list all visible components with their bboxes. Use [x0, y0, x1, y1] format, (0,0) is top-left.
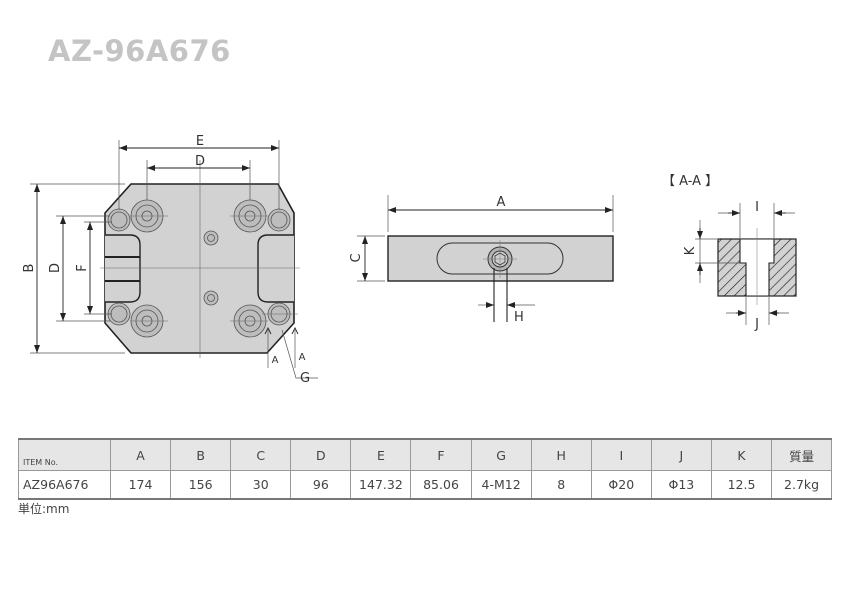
table-cell: 30	[230, 470, 292, 500]
pin-hole	[203, 290, 219, 306]
dim-label-e: E	[196, 134, 204, 149]
dim-label-c: C	[349, 253, 364, 262]
dim-label-b: B	[22, 264, 37, 273]
table-cell: Φ20	[590, 470, 652, 500]
section-label-a: A	[299, 352, 306, 363]
table-cell: 8	[530, 470, 592, 500]
product-title: AZ-96A676	[48, 34, 231, 68]
table-cell: 174	[109, 470, 172, 500]
table-cell: 85.06	[410, 470, 472, 500]
technical-drawing: E D B D F A A G A C H	[22, 134, 797, 386]
table-cell: 12.5	[710, 470, 773, 500]
column-header: A	[109, 438, 172, 471]
section-arrows	[264, 326, 299, 335]
spec-table: ITEM No. A B C D E F G H I J K 質量 AZ96A6…	[18, 438, 833, 500]
dim-label-k: K	[683, 246, 698, 255]
dim-label-g: G	[300, 371, 310, 386]
dim-label-i: I	[755, 200, 759, 215]
table-row: AZ96A676 174 156 30 96 147.32 85.06 4-M1…	[18, 470, 833, 500]
pin-hole	[203, 230, 219, 246]
column-header: 質量	[771, 438, 833, 471]
section-label-a: A	[272, 355, 279, 366]
table-cell: 4-M12	[470, 470, 532, 500]
right-pocket	[257, 234, 294, 303]
column-header: J	[650, 438, 712, 471]
dimension-lines	[30, 140, 318, 379]
column-header: E	[350, 438, 412, 471]
item-number-cell: AZ96A676	[18, 470, 111, 500]
dim-label-a: A	[497, 195, 506, 210]
table-cell: Φ13	[650, 470, 712, 500]
top-view: E D B D F A A G	[22, 134, 318, 386]
section-view-a-a: 【 A-A 】 I K J	[662, 174, 797, 332]
column-header: C	[230, 438, 292, 471]
table-cell: 147.32	[350, 470, 412, 500]
table-cell: 96	[290, 470, 352, 500]
section-title: 【 A-A 】	[662, 174, 718, 189]
column-header: G	[470, 438, 532, 471]
column-header: H	[530, 438, 592, 471]
column-header: I	[590, 438, 652, 471]
column-header: B	[170, 438, 232, 471]
column-header: F	[410, 438, 472, 471]
table-cell: 2.7kg	[771, 470, 833, 500]
column-header: K	[710, 438, 773, 471]
table-header-row: ITEM No. A B C D E F G H I J K 質量	[18, 438, 833, 471]
unit-note: 単位:mm	[18, 502, 70, 516]
center-lines	[100, 160, 300, 358]
left-pocket	[105, 234, 141, 303]
bolt-head	[267, 208, 291, 232]
side-view: A C H	[349, 195, 614, 325]
corner-header: ITEM No.	[18, 438, 111, 471]
dim-label-d: D	[195, 154, 205, 169]
dim-label-h: H	[514, 310, 524, 325]
dim-label-j: J	[754, 317, 759, 332]
dim-label-f: F	[75, 264, 90, 271]
dim-label-d-vertical: D	[48, 263, 63, 273]
bolt-head	[107, 208, 131, 232]
column-header: D	[290, 438, 352, 471]
table-cell: 156	[170, 470, 232, 500]
